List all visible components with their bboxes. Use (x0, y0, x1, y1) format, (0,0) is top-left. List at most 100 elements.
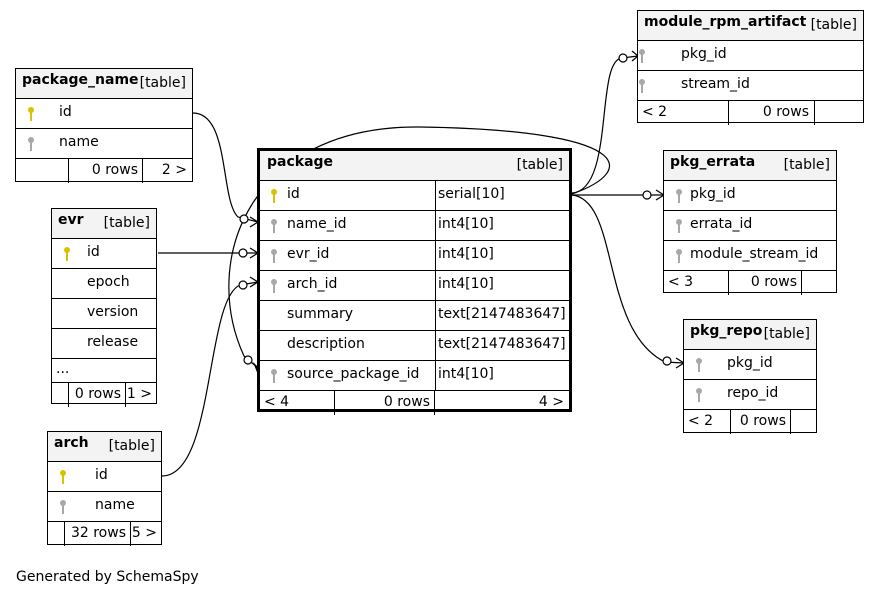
column-type: text[2147483647] (438, 336, 566, 352)
parents-link[interactable]: < 4 (264, 394, 290, 410)
children-link[interactable]: 1 > (126, 386, 152, 402)
parents-link[interactable]: < 2 (688, 413, 714, 429)
column-name: release (87, 334, 139, 350)
table-header: module_rpm_artifact [table] (638, 11, 863, 41)
column-row: name (48, 492, 161, 522)
table-name: arch (54, 435, 89, 451)
column-name: name_id (287, 216, 347, 232)
table-type: [table] (810, 17, 857, 33)
column-name: description (287, 336, 365, 352)
table-name: pkg_repo (690, 323, 763, 339)
table-footer: < 4 0 rows 4 > (260, 391, 569, 415)
column-name: id (95, 467, 108, 483)
column-name: id (87, 244, 100, 260)
foreign-key-icon (695, 387, 703, 403)
table-footer: < 2 0 rows (638, 101, 863, 125)
table-footer: 32 rows 5 > (48, 522, 161, 546)
children-link[interactable]: 5 > (131, 525, 157, 541)
row-count: 0 rows (762, 104, 809, 120)
row-count: 0 rows (739, 413, 786, 429)
table-type: [table] (516, 157, 563, 173)
column-name: name (59, 134, 99, 150)
column-name: summary (287, 306, 354, 322)
table-header: pkg_repo [table] (684, 320, 816, 350)
foreign-key-icon (270, 218, 278, 234)
table-footer: < 2 0 rows (684, 410, 816, 434)
table-name: pkg_errata (670, 154, 756, 170)
foreign-key-icon (270, 278, 278, 294)
column-name: repo_id (727, 385, 779, 401)
table-type: [table] (139, 75, 186, 91)
column-row: repo_id (684, 380, 816, 410)
generated-by-note: Generated by SchemaSpy (16, 569, 199, 585)
column-row: summary text[2147483647] (260, 301, 569, 331)
table-name: module_rpm_artifact (644, 14, 807, 30)
more-columns-row: ... (52, 359, 156, 383)
column-row: evr_id int4[10] (260, 241, 569, 271)
parents-link[interactable]: < 2 (642, 104, 668, 120)
table-pkg-repo[interactable]: pkg_repo [table] pkg_id repo_id < 2 0 ro… (683, 319, 817, 434)
primary-key-icon (59, 469, 67, 485)
edge-package-to-module-rpm-artifact (571, 55, 639, 194)
table-footer: < 3 0 rows (664, 271, 836, 295)
column-row: epoch (52, 269, 156, 299)
row-count: 32 rows (70, 525, 126, 541)
column-row: errata_id (664, 211, 836, 241)
row-count: 0 rows (750, 274, 797, 290)
table-arch[interactable]: arch [table] id name 32 rows 5 > (47, 431, 162, 546)
column-name: pkg_id (681, 46, 727, 62)
foreign-key-icon (270, 368, 278, 384)
column-type: int4[10] (438, 276, 494, 292)
table-name: evr (58, 212, 84, 228)
column-type: int4[10] (438, 366, 494, 382)
column-type: serial[10] (438, 186, 505, 202)
children-link[interactable]: 4 > (538, 394, 564, 410)
table-header: evr [table] (52, 209, 156, 239)
table-name: package (267, 154, 334, 170)
column-row: pkg_id (664, 181, 836, 211)
column-name: errata_id (690, 216, 753, 232)
column-type: int4[10] (438, 216, 494, 232)
children-link[interactable]: 2 > (161, 162, 187, 178)
column-name: id (287, 186, 300, 202)
more-columns: ... (56, 361, 70, 377)
column-name: evr_id (287, 246, 330, 262)
column-name: arch_id (287, 276, 338, 292)
column-type: text[2147483647] (438, 306, 566, 322)
foreign-key-icon (675, 188, 683, 204)
table-package[interactable]: package [table] id serial[10] name_id in… (257, 148, 572, 415)
table-header: package [table] (260, 151, 569, 181)
column-row: source_package_id int4[10] (260, 361, 569, 391)
foreign-key-icon (675, 248, 683, 264)
table-pkg-errata[interactable]: pkg_errata [table] pkg_id errata_id modu… (663, 150, 837, 295)
table-type: [table] (763, 326, 810, 342)
column-name: module_stream_id (690, 246, 819, 262)
column-row: pkg_id (684, 350, 816, 380)
table-module-rpm-artifact[interactable]: module_rpm_artifact [table] pkg_id strea… (637, 10, 864, 125)
column-row: release (52, 329, 156, 359)
table-evr[interactable]: evr [table] id epoch version release ...… (51, 208, 157, 407)
foreign-key-icon (638, 48, 646, 64)
table-header: package_name [table] (16, 69, 192, 99)
foreign-key-icon (695, 357, 703, 373)
column-row: arch_id int4[10] (260, 271, 569, 301)
column-row: description text[2147483647] (260, 331, 569, 361)
column-name: pkg_id (690, 186, 736, 202)
column-type: int4[10] (438, 246, 494, 262)
row-count: 0 rows (91, 162, 138, 178)
table-header: arch [table] (48, 432, 161, 462)
column-row: stream_id (638, 71, 863, 101)
table-name: package_name (22, 72, 139, 88)
column-row: module_stream_id (664, 241, 836, 271)
column-name: epoch (87, 274, 130, 290)
column-row: pkg_id (638, 41, 863, 71)
table-type: [table] (783, 157, 830, 173)
column-row: name_id int4[10] (260, 211, 569, 241)
column-name: stream_id (681, 76, 750, 92)
foreign-key-icon (638, 78, 646, 94)
table-package-name[interactable]: package_name [table] id name 0 rows 2 > (15, 68, 193, 183)
parents-link[interactable]: < 3 (668, 274, 694, 290)
foreign-key-icon (270, 248, 278, 264)
primary-key-icon (270, 188, 278, 204)
column-name: pkg_id (727, 355, 773, 371)
